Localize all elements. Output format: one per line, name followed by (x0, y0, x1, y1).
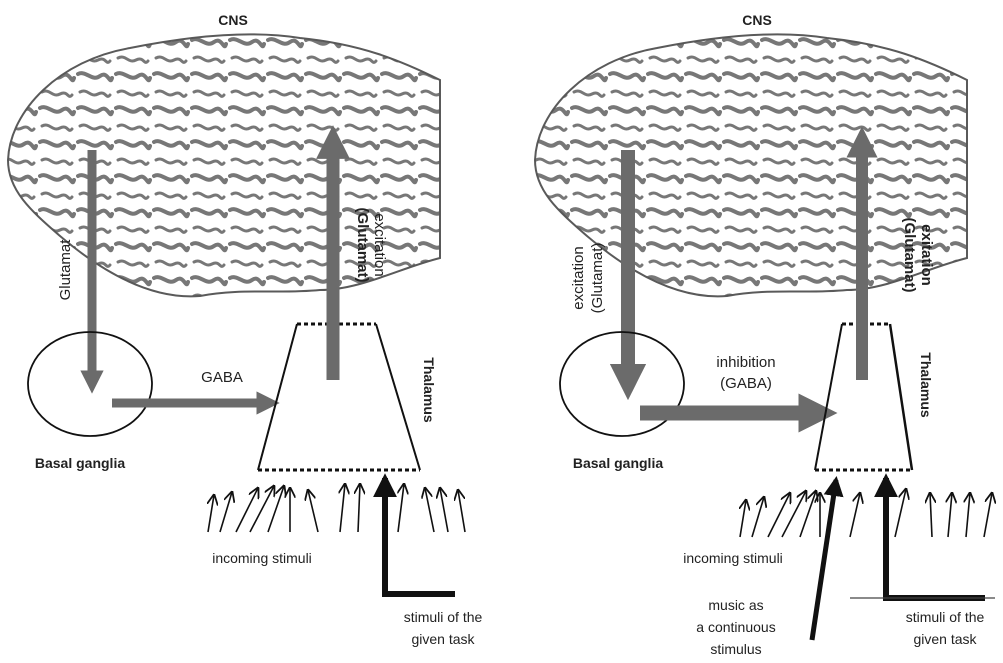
task-stimulus-label-line1: stimuli of the (404, 609, 483, 625)
basal-ganglia-label: Basal ganglia (573, 455, 663, 471)
task-stimulus-label-line2: given task (913, 631, 977, 647)
exitation-label-line1: exitation (918, 224, 935, 286)
thalamus-label: Thalamus (918, 352, 934, 418)
panel-left: CNS Glutamat Basal ganglia GABA Thalamus… (8, 12, 483, 647)
basal-ganglia-label: Basal ganglia (35, 455, 125, 471)
music-label-line2: a continuous (696, 619, 775, 635)
cns-title: CNS (742, 12, 772, 28)
music-stimulus-arrow (812, 480, 836, 640)
task-stimulus-label-line2: given task (411, 631, 475, 647)
inhibition-label-line1: inhibition (716, 354, 775, 371)
panel-right: CNS excitation (Glutamat) Basal ganglia … (535, 12, 995, 657)
task-stimulus-arrow (385, 478, 455, 594)
excitation-label-line1: excitation (371, 213, 388, 276)
incoming-stimuli-label: incoming stimuli (683, 550, 783, 566)
glutamat-label: Glutamat (57, 239, 74, 301)
task-stimulus-label-line1: stimuli of the (906, 609, 985, 625)
incoming-stimuli-arrows (208, 484, 465, 532)
excitation-label-line2: (Glutamat) (354, 208, 371, 283)
thalamus-label: Thalamus (421, 357, 437, 423)
music-label-line1: music as (708, 597, 763, 613)
excitation-down-label-line2: (Glutamat) (589, 243, 606, 314)
cns-title: CNS (218, 12, 248, 28)
incoming-stimuli-arrows (740, 489, 992, 537)
inhibition-label-line2: (GABA) (720, 375, 772, 392)
excitation-down-label-line1: excitation (570, 246, 587, 309)
music-label-line3: stimulus (710, 641, 761, 657)
incoming-stimuli-label: incoming stimuli (212, 550, 312, 566)
exitation-label-line2: (Glutamat) (901, 218, 918, 293)
gaba-label: GABA (201, 369, 243, 386)
